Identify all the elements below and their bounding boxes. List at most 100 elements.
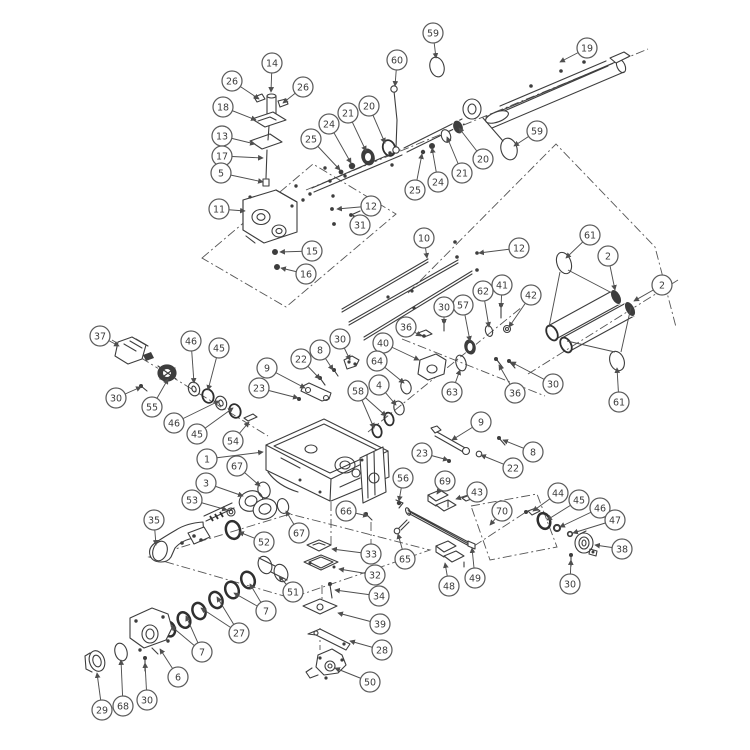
- callout-number: 37: [94, 331, 106, 342]
- callout-balloon-41: 41: [491, 274, 513, 296]
- callout-balloon-38: 38: [611, 538, 633, 560]
- callout-balloon-65: 65: [394, 548, 416, 570]
- callout-number: 54: [227, 436, 239, 447]
- callout-balloon-22: 22: [290, 348, 312, 370]
- callout-number: 20: [363, 101, 375, 112]
- callout-number: 59: [427, 28, 439, 39]
- callout-number: 25: [409, 185, 421, 196]
- input-shaft-group: [114, 336, 258, 422]
- callout-number: 25: [305, 134, 317, 145]
- callout-balloon-28: 28: [371, 639, 393, 661]
- callout-number: 53: [186, 495, 198, 506]
- callout-balloon-10: 10: [413, 227, 435, 249]
- callout-balloon-30: 30: [433, 296, 455, 318]
- callout-balloon-12: 12: [508, 237, 530, 259]
- callout-number: 27: [233, 628, 245, 639]
- callout-balloon-9: 9: [470, 411, 492, 433]
- callout-balloon-34: 34: [368, 585, 390, 607]
- callout-number: 42: [525, 290, 537, 301]
- callout-balloon-48: 48: [438, 575, 460, 597]
- callout-number: 2: [659, 280, 665, 291]
- callout-balloon-64: 64: [366, 350, 388, 372]
- callout-balloon-63: 63: [441, 381, 463, 403]
- callout-number: 31: [354, 220, 366, 231]
- callout-balloon-59: 59: [422, 22, 444, 44]
- callout-balloon-42: 42: [520, 284, 542, 306]
- callout-balloon-45: 45: [568, 489, 590, 511]
- callout-number: 30: [547, 379, 559, 390]
- callout-balloon-56: 56: [392, 467, 414, 489]
- callout-number: 1: [204, 454, 210, 465]
- callout-balloon-26: 26: [292, 76, 314, 98]
- callout-number: 45: [213, 343, 225, 354]
- callout-balloon-15: 15: [301, 240, 323, 262]
- callout-number: 20: [477, 154, 489, 165]
- callout-balloon-8: 8: [309, 339, 331, 361]
- callout-number: 62: [477, 286, 489, 297]
- callout-number: 50: [364, 677, 376, 688]
- callout-number: 12: [513, 243, 525, 254]
- callout-number: 18: [217, 102, 229, 113]
- callout-balloon-18: 18: [212, 96, 234, 118]
- callout-balloon-7: 7: [255, 600, 277, 622]
- callout-balloon-30: 30: [105, 387, 127, 409]
- callout-number: 29: [96, 705, 108, 716]
- callout-balloon-3: 3: [195, 472, 217, 494]
- callout-balloon-70: 70: [491, 500, 513, 522]
- callout-balloon-27: 27: [228, 622, 250, 644]
- callout-number: 58: [352, 386, 364, 397]
- callout-balloon-47: 47: [604, 509, 626, 531]
- shift-rails: [341, 240, 479, 341]
- callout-number: 61: [584, 230, 596, 241]
- callout-balloon-45: 45: [186, 423, 208, 445]
- callout-number: 10: [418, 233, 430, 244]
- gasket-stack: [302, 539, 351, 680]
- callout-balloon-19: 19: [576, 37, 598, 59]
- callout-balloon-43: 43: [466, 481, 488, 503]
- callout-number: 64: [371, 356, 383, 367]
- callout-balloon-1: 1: [196, 448, 218, 470]
- callout-number: 47: [609, 515, 621, 526]
- callout-balloon-35: 35: [143, 509, 165, 531]
- callout-balloon-16: 16: [295, 263, 317, 285]
- callout-leaders: [94, 32, 663, 711]
- callout-number: 51: [287, 587, 299, 598]
- callout-number: 32: [369, 570, 381, 581]
- callout-number: 35: [148, 515, 160, 526]
- callout-balloon-14: 14: [261, 52, 283, 74]
- output-flange-group: [149, 481, 290, 563]
- hydraulic-cylinders: [545, 251, 636, 372]
- callout-number: 26: [297, 82, 309, 93]
- callout-balloon-62: 62: [472, 280, 494, 302]
- callout-balloon-21: 21: [337, 102, 359, 124]
- callout-number: 23: [416, 448, 428, 459]
- main-housing: [265, 418, 404, 509]
- callout-balloon-57: 57: [452, 294, 474, 316]
- callout-number: 68: [117, 701, 129, 712]
- callout-number: 15: [306, 246, 318, 257]
- callout-balloon-49: 49: [464, 567, 486, 589]
- callout-number: 3: [203, 478, 209, 489]
- callout-number: 70: [496, 506, 508, 517]
- callout-number: 24: [432, 177, 444, 188]
- callout-balloon-66: 66: [335, 500, 357, 522]
- callout-number: 21: [342, 108, 354, 119]
- callout-number: 12: [365, 201, 377, 212]
- callout-number: 30: [141, 695, 153, 706]
- callout-number: 67: [293, 528, 305, 539]
- callout-number: 60: [391, 55, 403, 66]
- callout-number: 57: [457, 300, 469, 311]
- callout-number: 33: [365, 549, 377, 560]
- callout-number: 14: [266, 58, 278, 69]
- callout-balloon-36: 36: [504, 382, 526, 404]
- callout-number: 9: [478, 417, 484, 428]
- callout-balloon-2: 2: [651, 274, 673, 296]
- callout-number: 5: [218, 168, 224, 179]
- callout-number: 30: [564, 579, 576, 590]
- callout-balloon-53: 53: [181, 489, 203, 511]
- callout-balloon-68: 68: [112, 695, 134, 717]
- callout-balloon-30: 30: [559, 573, 581, 595]
- callout-number: 9: [264, 363, 270, 374]
